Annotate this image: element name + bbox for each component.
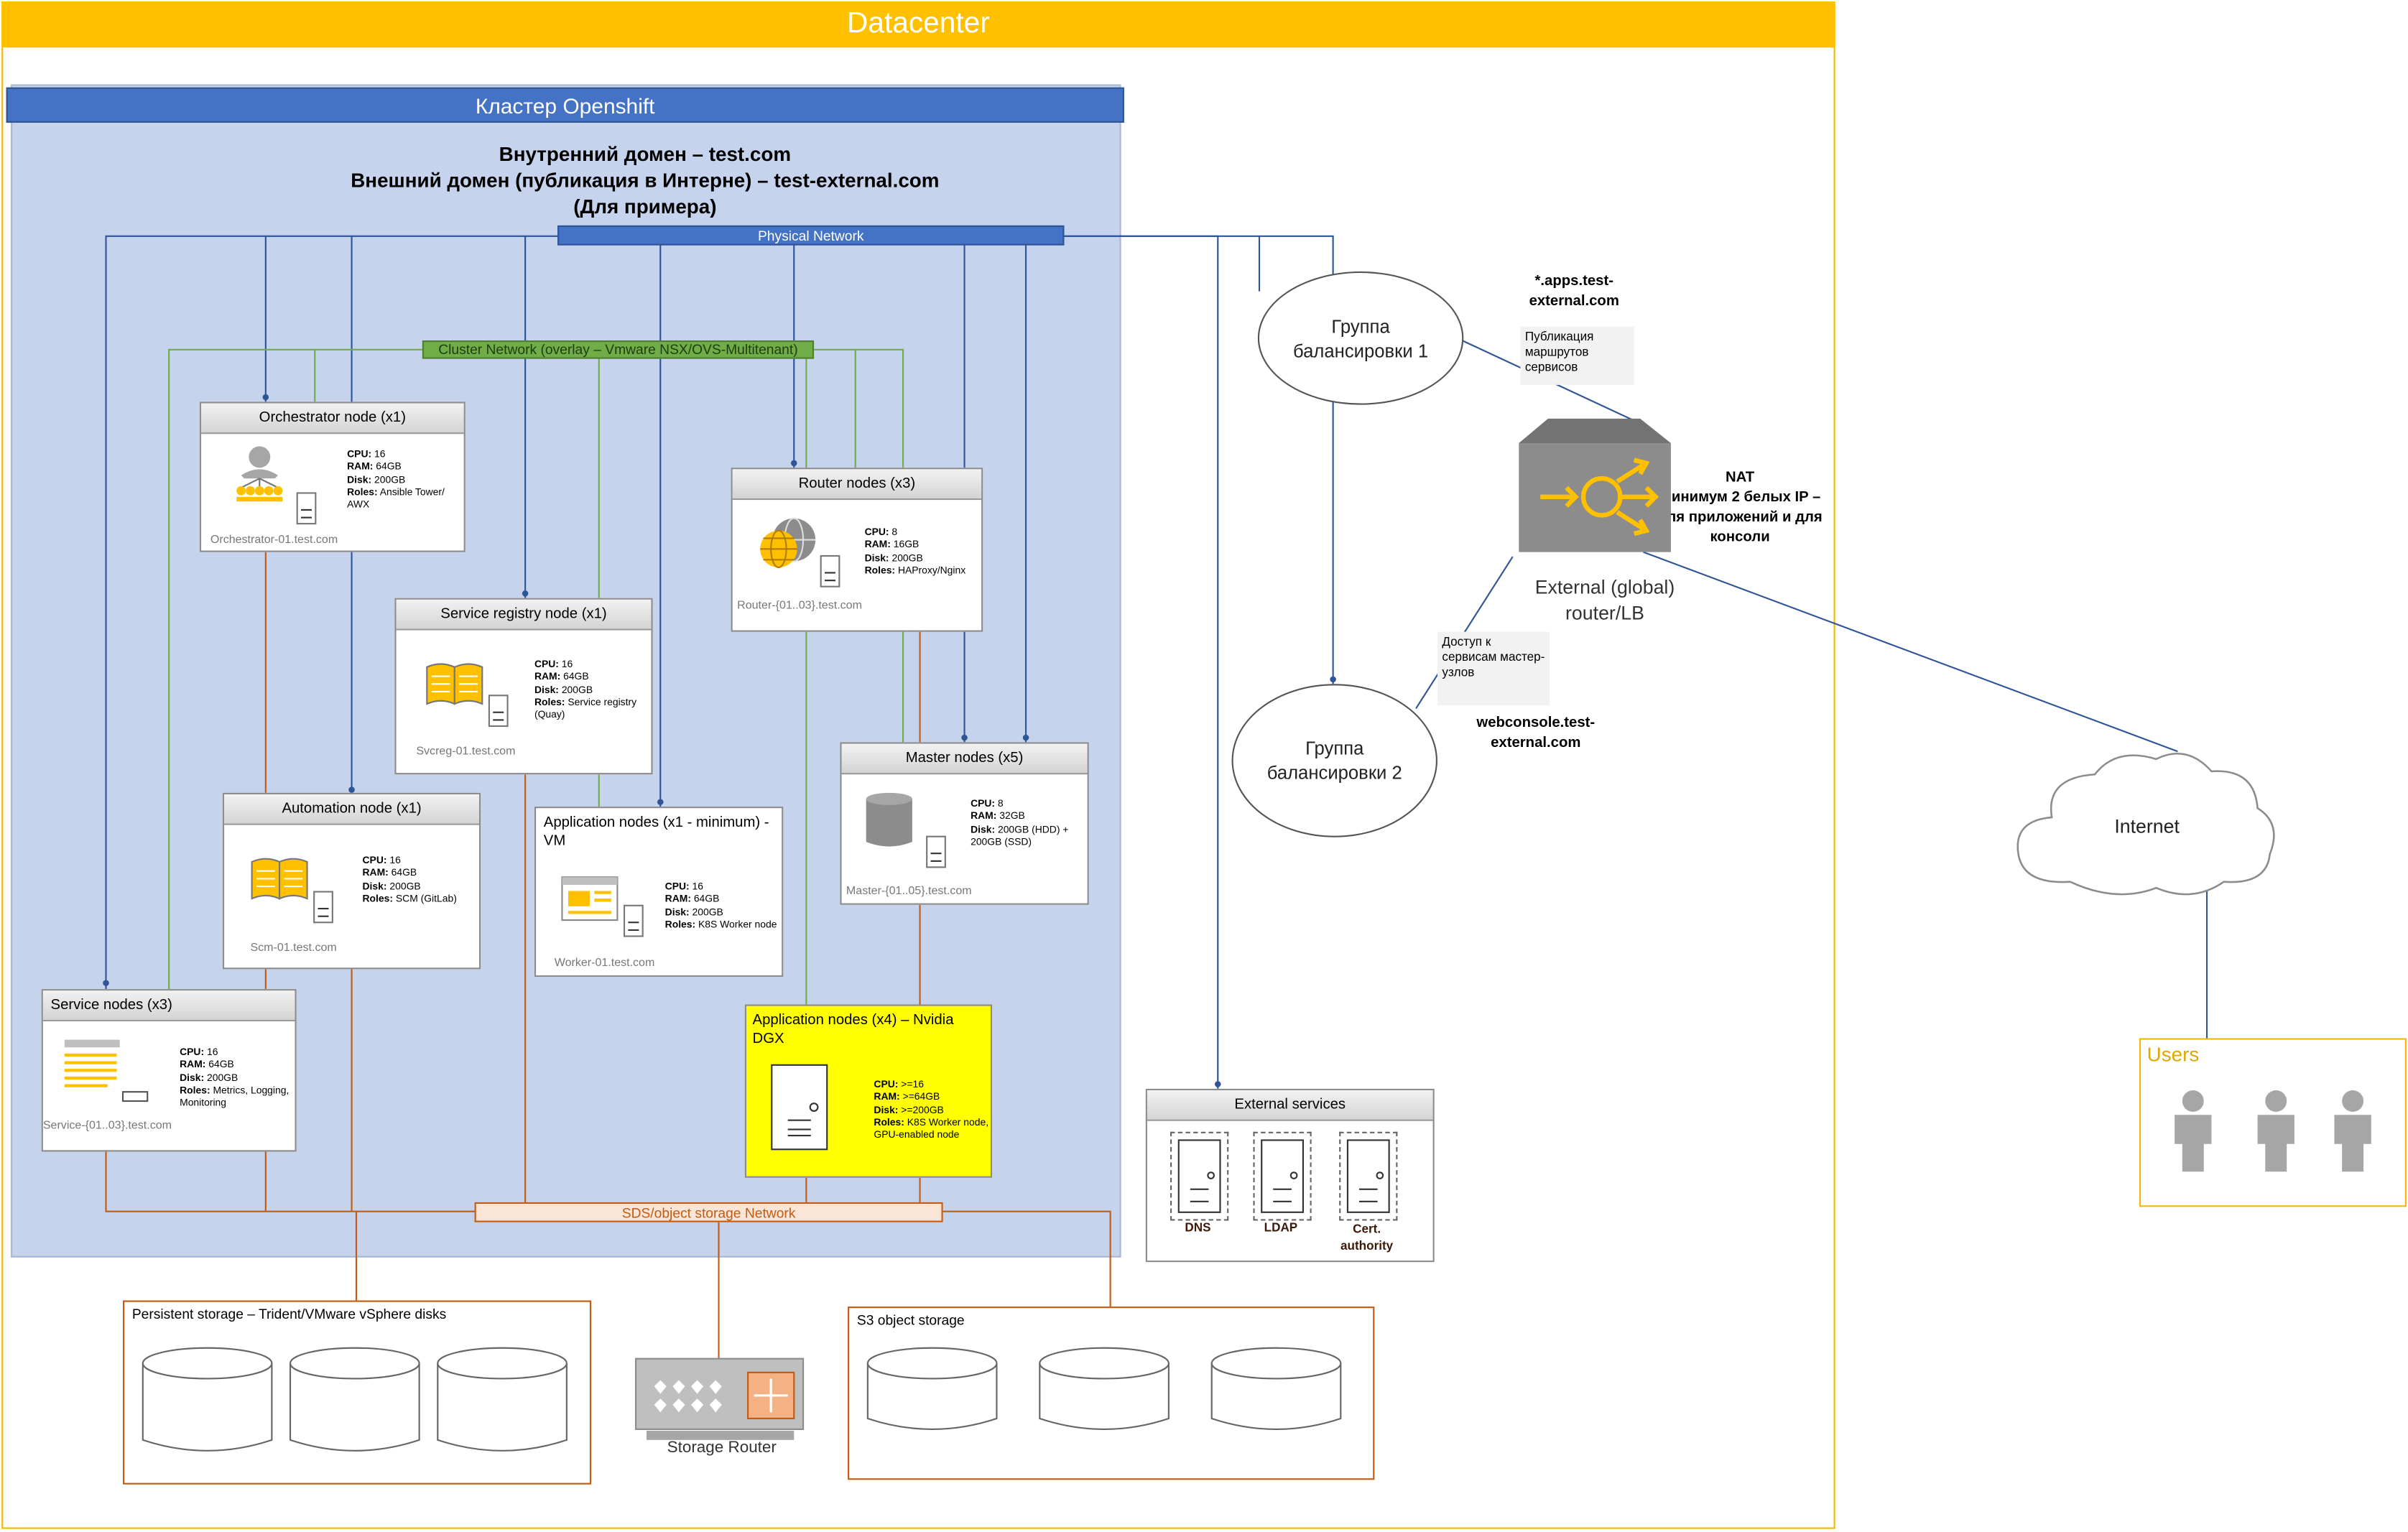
master-nodes[interactable]: Master nodes (x5) CPU: 8 RAM: 32GB Disk:… (840, 742, 1089, 905)
nat-note: NAT Минимум 2 белых IP – для приложений … (1657, 469, 1823, 547)
router-nodes[interactable]: Router nodes (x3) CPU: 8 RAM: 16GB Disk:… (731, 468, 983, 632)
application-specs: CPU: 16 RAM: 64GB Disk: 200GB Roles: K8S… (664, 881, 777, 931)
disk-icon (289, 1347, 420, 1452)
users-group[interactable]: Users (2139, 1038, 2407, 1207)
master-access-note: Доступ к сервисам мастер-узлов (1437, 631, 1550, 706)
ldap-server-icon (1253, 1131, 1312, 1221)
balancer-group-1-label: Группа балансировки 1 (1293, 315, 1429, 361)
service-registry-node[interactable]: Service registry node (x1) CPU: 16 RAM: … (394, 598, 653, 775)
server-icon (488, 695, 509, 728)
registry-hostname: Svcreg-01.test.com (416, 743, 516, 758)
balancer-group-2-label: Группа балансировки 2 (1266, 737, 1402, 784)
automation-hostname: Scm-01.test.com (250, 939, 337, 955)
router-nodes-title: Router nodes (x3) (732, 469, 982, 501)
webconsole-domain-text: webconsole.test-external.com (1476, 714, 1596, 752)
globe-icon (760, 517, 816, 569)
cluster-domain-info: Внутренний домен – test.com Внешний доме… (92, 141, 1198, 219)
server-icon (623, 904, 644, 937)
server-icon (296, 492, 317, 525)
service-nodes[interactable]: Service nodes (x3) CPU: 16 RAM: 64GB Dis… (41, 989, 297, 1152)
routes-publish-note: Публикация маршрутов сервисов (1520, 326, 1634, 385)
automation-node[interactable]: Automation node (x1) CPU: 16 RAM: 64GB D… (222, 792, 481, 970)
dgx-nodes-title: Application nodes (x4) – Nvidia DGX (752, 1012, 954, 1048)
internal-domain-text: Внутренний домен – test.com (499, 142, 792, 166)
router-hostname: Router-{01..03}.test.com (737, 598, 862, 612)
browser-window-icon (561, 876, 619, 921)
user-icon (2334, 1090, 2371, 1172)
external-services[interactable]: External services DNS LDAP Cert. authori… (1145, 1088, 1435, 1263)
application-nodes-vm[interactable]: Application nodes (x1 - minimum) - VM CP… (534, 807, 784, 978)
service-specs: CPU: 16 RAM: 64GB Disk: 200GB Roles: Met… (180, 1047, 290, 1110)
master-specs: CPU: 8 RAM: 32GB Disk: 200GB (HDD) + 200… (971, 799, 1069, 848)
storage-router-label: Storage Router (667, 1438, 777, 1457)
registry-specs: CPU: 16 RAM: 64GB Disk: 200GB Roles: Ser… (534, 659, 637, 721)
cluster-title: Кластер Openshift (6, 87, 1124, 123)
sds-network-bar: SDS/object storage Network (474, 1202, 943, 1222)
master-hostname: Master-{01..05}.test.com (846, 883, 972, 898)
server-icon (820, 554, 841, 588)
external-domain-text: Внешний домен (публикация в Интерне) – t… (351, 168, 940, 192)
persistent-storage-title: Persistent storage – Trident/VMware vSph… (131, 1306, 447, 1322)
master-nodes-title: Master nodes (x5) (841, 743, 1088, 775)
disk-icon (437, 1347, 568, 1452)
disk-icon (866, 1347, 998, 1430)
user-icon (2175, 1090, 2212, 1172)
datacenter-title: Datacenter (1, 1, 1835, 48)
s3-object-storage[interactable]: S3 object storage (848, 1306, 1375, 1480)
cluster-network-bar: Cluster Network (overlay – Vmware NSX/OV… (422, 340, 815, 359)
storage-router-icon[interactable] (634, 1357, 806, 1444)
router-specs: CPU: 8 RAM: 16GB Disk: 200GB Roles: HAPr… (864, 527, 966, 577)
internet-label: Internet (2114, 815, 2180, 837)
external-router-label: External (global) router/LB (1534, 576, 1675, 624)
server-icon (313, 891, 333, 924)
orchestrator-people-icon (236, 446, 283, 502)
link-endpoints (103, 394, 1336, 1087)
service-hostname: Service-{01..03}.test.com (42, 1118, 172, 1132)
orchestrator-hostname: Orchestrator-01.test.com (210, 531, 338, 547)
physical-network-bar: Physical Network (557, 225, 1065, 246)
disk-icon (1039, 1347, 1170, 1430)
external-services-title: External services (1147, 1090, 1433, 1121)
orchestrator-specs: CPU: 16 RAM: 64GB Disk: 200GB Roles: Ans… (347, 449, 445, 511)
orchestrator-node-title: Orchestrator node (x1) (201, 403, 464, 435)
disk-icon (1210, 1347, 1342, 1430)
registry-node-title: Service registry node (x1) (396, 599, 652, 631)
automation-specs: CPU: 16 RAM: 64GB Disk: 200GB Roles: SCM… (362, 855, 457, 905)
balancer-group-2[interactable]: Группа балансировки 2 (1231, 684, 1437, 837)
dgx-specs: CPU: >=16 RAM: >=64GB Disk: >=200GB Role… (874, 1080, 989, 1141)
dns-label: DNS (1185, 1220, 1211, 1235)
application-nodes-title: Application nodes (x1 - minimum) - VM (543, 814, 769, 850)
apps-domain-text: *.apps.test-external.com (1529, 273, 1619, 310)
example-text: (Для примера) (573, 195, 717, 218)
balancer-group-1[interactable]: Группа балансировки 1 (1257, 271, 1464, 405)
database-icon (866, 792, 912, 847)
service-nodes-title: Service nodes (x3) (42, 990, 295, 1021)
ldap-label: LDAP (1264, 1220, 1298, 1235)
external-router-icon[interactable] (1517, 417, 1689, 555)
application-hostname: Worker-01.test.com (554, 955, 655, 970)
list-server-icon (64, 1039, 149, 1102)
server-icon (926, 835, 946, 868)
ca-server-icon (1339, 1131, 1398, 1221)
book-icon (426, 663, 483, 705)
orchestrator-node[interactable]: Orchestrator node (x1) CPU: 16 RAM: 64GB… (199, 401, 466, 552)
internet-cloud-icon[interactable] (2009, 744, 2282, 904)
dgx-server-icon (771, 1064, 828, 1151)
book-icon (251, 858, 308, 900)
dns-server-icon (1170, 1131, 1229, 1221)
user-icon (2257, 1090, 2294, 1172)
users-title: Users (2147, 1042, 2200, 1066)
cluster-network-links (168, 348, 904, 1005)
persistent-storage[interactable]: Persistent storage – Trident/VMware vSph… (123, 1300, 592, 1485)
automation-node-title: Automation node (x1) (224, 794, 479, 825)
dgx-application-nodes[interactable]: Application nodes (x4) – Nvidia DGX CPU:… (744, 1004, 993, 1178)
disk-icon (142, 1347, 273, 1452)
s3-storage-title: S3 object storage (856, 1312, 965, 1328)
ca-label: Cert. authority (1340, 1222, 1394, 1253)
